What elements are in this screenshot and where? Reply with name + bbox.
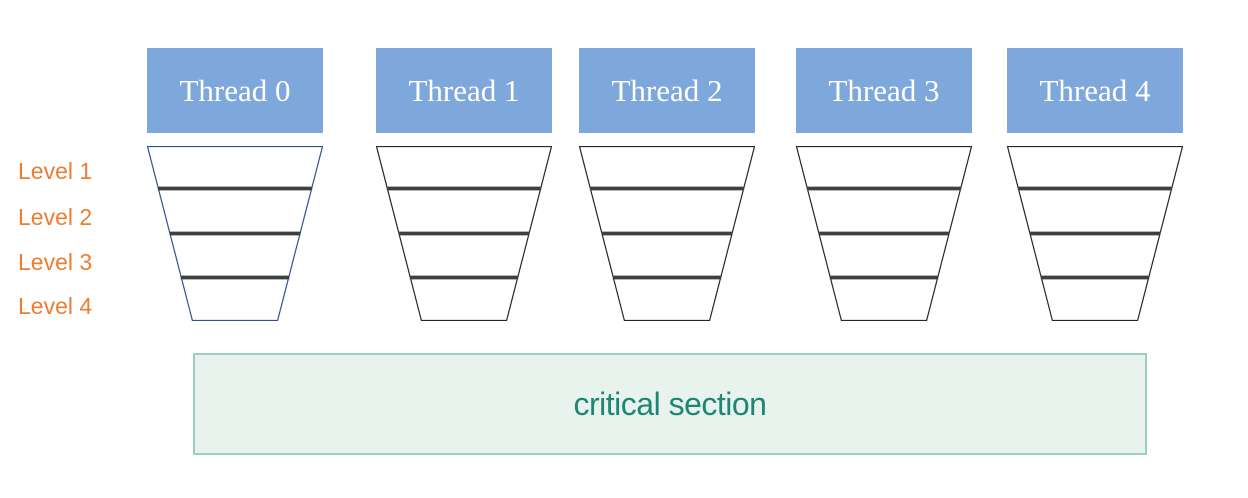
thread-column-0: Thread 0	[147, 0, 323, 340]
level-label-2: Level 2	[18, 204, 93, 230]
level-label-1: Level 1	[18, 158, 93, 184]
funnel-0	[147, 146, 323, 321]
thread-box-1: Thread 1	[376, 48, 552, 133]
funnel-4	[1007, 146, 1183, 321]
thread-column-3: Thread 3	[796, 0, 972, 340]
thread-box-0: Thread 0	[147, 48, 323, 133]
critical-section-box: critical section	[193, 353, 1147, 455]
level-label-3: Level 3	[18, 249, 93, 275]
funnel-2	[579, 146, 755, 321]
thread-box-3: Thread 3	[796, 48, 972, 133]
critical-section-label: critical section	[573, 385, 767, 422]
funnel-3	[796, 146, 972, 321]
level-label-4: Level 4	[18, 293, 93, 319]
thread-box-4: Thread 4	[1007, 48, 1183, 133]
thread-column-2: Thread 2	[579, 0, 755, 340]
thread-column-1: Thread 1	[376, 0, 552, 340]
thread-box-2: Thread 2	[579, 48, 755, 133]
thread-column-4: Thread 4	[1007, 0, 1183, 340]
funnel-1	[376, 146, 552, 321]
